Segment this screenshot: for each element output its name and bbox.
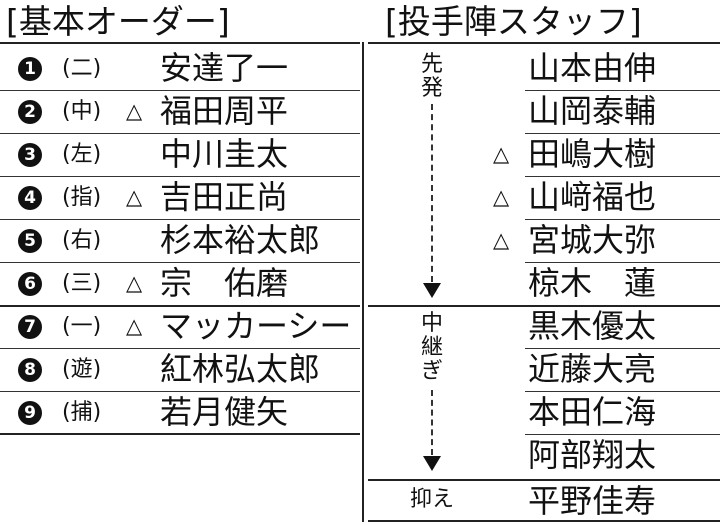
position-label: (一)	[62, 314, 102, 339]
middle-dashed-line	[431, 390, 433, 455]
staff-row: 椋木 蓮	[368, 262, 720, 305]
staff-row: 山岡泰輔	[368, 90, 720, 133]
triangle-mark: △	[493, 228, 510, 252]
lineup-row: 3 (左) 中川圭太	[0, 133, 360, 176]
lineup-row: 7 (一) △ マッカーシー	[0, 305, 360, 348]
position-label: (中)	[62, 99, 102, 124]
starter-arrow-icon	[423, 283, 441, 298]
triangle-mark: △	[493, 142, 510, 166]
batting-order-badge: 7	[18, 315, 42, 339]
lineup-row: 8 (遊) 紅林弘太郎	[0, 348, 360, 391]
player-name: 中川圭太	[160, 135, 289, 173]
position-label: (捕)	[62, 400, 102, 425]
starter-bottom-rule	[368, 305, 720, 307]
position-label: (遊)	[62, 357, 102, 382]
lineup-header: [基本オーダー]	[6, 2, 230, 41]
starter-role-label: 先発	[420, 52, 443, 101]
staff-header: [投手陣スタッフ]	[385, 2, 642, 41]
lineup-row-divider	[0, 176, 360, 178]
staff-row: △ 山﨑福也	[368, 176, 720, 219]
pitcher-name: 阿部翔太	[528, 436, 657, 474]
batting-order-badge: 3	[18, 143, 42, 167]
staff-row-divider	[525, 391, 720, 393]
pitcher-name: 本田仁海	[528, 393, 657, 431]
staff-row-divider	[525, 434, 720, 436]
lineup-row-divider	[0, 262, 360, 264]
player-name: 福田周平	[160, 92, 289, 130]
lineup-row: 5 (右) 杉本裕太郎	[0, 219, 360, 262]
staff-row: 本田仁海	[368, 391, 720, 434]
pitcher-name: 椋木 蓮	[528, 264, 657, 302]
batting-order-badge: 2	[18, 100, 42, 124]
player-name: マッカーシー	[160, 307, 352, 345]
staff-row: 平野佳寿	[368, 480, 720, 523]
column-divider	[362, 42, 364, 522]
player-name: 紅林弘太郎	[160, 350, 321, 388]
position-label: (指)	[62, 185, 102, 210]
middle-role-label: 中継ぎ	[420, 311, 443, 384]
pitcher-name: 黒木優太	[528, 307, 657, 345]
staff-row-divider	[525, 176, 720, 178]
batting-order-badge: 1	[18, 57, 42, 81]
middle-bottom-rule	[368, 479, 720, 481]
lineup-row: 4 (指) △ 吉田正尚	[0, 176, 360, 219]
pitcher-name: 山岡泰輔	[528, 92, 657, 130]
staff-row: △ 田嶋大樹	[368, 133, 720, 176]
player-name: 宗 佑磨	[160, 264, 289, 302]
position-label: (右)	[62, 228, 102, 253]
batting-order-badge: 8	[18, 358, 42, 382]
pitcher-name: 山本由伸	[528, 49, 657, 87]
top-rule-left	[0, 42, 360, 44]
lineup-row: 9 (捕) 若月健矢	[0, 391, 360, 434]
staff-row: 阿部翔太	[368, 434, 720, 477]
closer-role-label: 抑え	[410, 487, 455, 512]
staff-row-divider	[525, 219, 720, 221]
staff-row: 黒木優太	[368, 305, 720, 348]
pitcher-name: 山﨑福也	[528, 178, 657, 216]
triangle-mark: △	[493, 185, 510, 209]
batting-order-badge: 4	[18, 186, 42, 210]
player-name: 安達了一	[160, 49, 289, 87]
player-name: 杉本裕太郎	[160, 221, 321, 259]
staff-row-divider	[525, 90, 720, 92]
pitcher-name: 宮城大弥	[528, 221, 657, 259]
lineup-row-divider	[0, 90, 360, 92]
triangle-mark: △	[126, 314, 143, 338]
staff-row: △ 宮城大弥	[368, 219, 720, 262]
lineup-row-divider	[0, 133, 360, 135]
pitcher-name: 田嶋大樹	[528, 135, 657, 173]
player-name: 吉田正尚	[160, 178, 289, 216]
staff-row-divider	[525, 262, 720, 264]
staff-row-divider	[525, 133, 720, 135]
lineup-row-divider	[0, 391, 360, 393]
batting-order-badge: 5	[18, 229, 42, 253]
lineup-row: 2 (中) △ 福田周平	[0, 90, 360, 133]
pitcher-name: 近藤大亮	[528, 350, 657, 388]
middle-arrow-icon	[423, 456, 441, 471]
lineup-row: 1 (二) 安達了一	[0, 47, 360, 90]
pitcher-name: 平野佳寿	[528, 482, 657, 520]
position-label: (二)	[62, 56, 102, 81]
lineup-row-divider	[0, 219, 360, 221]
staff-row: 山本由伸	[368, 47, 720, 90]
staff-row-divider	[525, 348, 720, 350]
batting-order-badge: 6	[18, 272, 42, 296]
staff-bottom-rule	[368, 520, 720, 522]
triangle-mark: △	[126, 271, 143, 295]
lineup-row-divider	[0, 305, 360, 307]
position-label: (左)	[62, 142, 102, 167]
starter-dashed-line	[431, 104, 433, 282]
lineup-row-divider	[0, 348, 360, 350]
player-name: 若月健矢	[160, 393, 289, 431]
lineup-bottom-rule	[0, 433, 360, 435]
position-label: (三)	[62, 271, 102, 296]
triangle-mark: △	[126, 185, 143, 209]
top-rule-right	[368, 42, 720, 44]
staff-row: 近藤大亮	[368, 348, 720, 391]
lineup-row: 6 (三) △ 宗 佑磨	[0, 262, 360, 305]
batting-order-badge: 9	[18, 401, 42, 425]
triangle-mark: △	[126, 99, 143, 123]
